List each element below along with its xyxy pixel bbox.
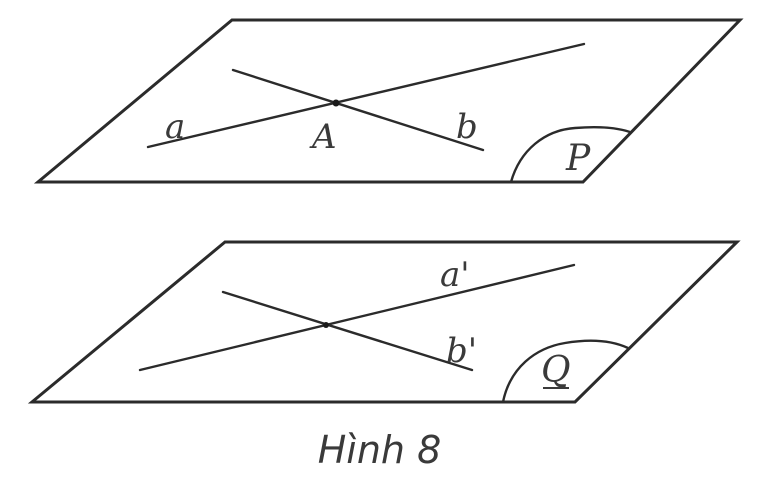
plane-q-arc <box>501 339 629 403</box>
intersection-point-q <box>323 322 329 328</box>
plane-p-label: P <box>565 138 591 179</box>
line-b-label: b <box>456 107 478 147</box>
plane-q: a' b' Q <box>27 240 741 404</box>
plane-q-outline <box>27 240 741 404</box>
figure-caption: Hình 8 <box>317 428 442 472</box>
plane-p: a A b P <box>33 18 744 184</box>
line-a-prime-label: a' <box>440 255 470 295</box>
point-a-label: A <box>309 117 337 157</box>
point-a <box>332 99 340 107</box>
plane-q-label: Q <box>541 350 571 391</box>
line-b-prime <box>221 290 474 372</box>
line-a-label: a <box>165 107 185 147</box>
plane-p-arc <box>509 126 631 183</box>
line-a <box>146 42 586 149</box>
line-b <box>231 68 485 152</box>
plane-p-outline <box>33 18 744 184</box>
line-a-prime <box>138 263 576 372</box>
line-b-prime-label: b' <box>446 331 477 371</box>
